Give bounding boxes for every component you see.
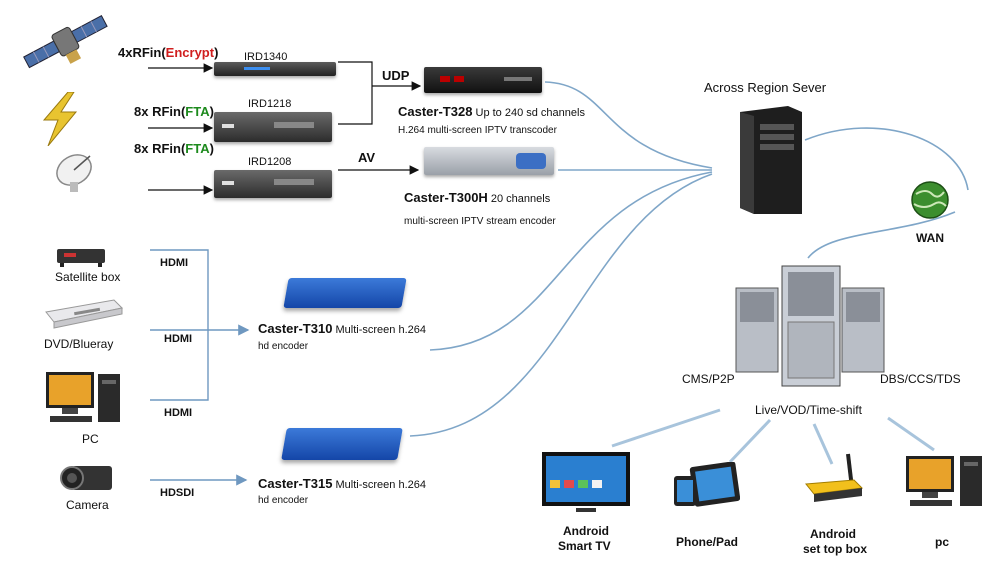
dvd-label: DVD/Blueray <box>44 337 114 351</box>
globe-icon <box>910 180 950 220</box>
bracket-udp <box>338 61 373 125</box>
av-label: AV <box>358 150 376 165</box>
curve-farm-wan <box>807 211 956 259</box>
live-label: Live/VOD/Time-shift <box>755 403 862 417</box>
curve-t310 <box>429 171 713 351</box>
phone-pad-label: Phone/Pad <box>676 535 739 549</box>
caster-t315-device <box>281 428 403 460</box>
rf2-label: 8x RFin(FTA) <box>134 104 214 119</box>
satellite-box-icon <box>56 246 106 268</box>
ird1208-label: IRD1208 <box>248 156 292 168</box>
across-region-label: Across Region Sever <box>704 80 827 95</box>
pc-client-label: pc <box>935 535 950 549</box>
udp-label: UDP <box>382 68 410 83</box>
ird1218-device <box>214 112 332 142</box>
caster-t310-device <box>283 278 407 308</box>
hdsdi-label: HDSDI <box>160 487 195 499</box>
smart-tv-label-1: Android <box>563 524 609 538</box>
set-top-box-icon <box>802 452 864 508</box>
link-phone <box>728 418 772 464</box>
curve-wan <box>804 127 969 191</box>
curve-t328 <box>544 81 713 169</box>
caster-t315-desc: hd encoder <box>258 495 309 506</box>
pc-client-icon <box>904 452 986 510</box>
link-pc <box>887 416 935 452</box>
caster-t328-device <box>424 67 542 93</box>
wan-label: WAN <box>916 231 944 245</box>
curve-t315 <box>409 173 713 437</box>
caster-t300h-desc: multi-screen IPTV stream encoder <box>404 216 556 227</box>
pc-input-label: PC <box>82 432 99 446</box>
hdmi-label-3: HDMI <box>164 407 193 419</box>
ird1218-label: IRD1218 <box>248 98 292 110</box>
set-top-box-label-2: set top box <box>803 542 868 556</box>
ird1340-label: IRD1340 <box>244 51 288 63</box>
caster-t310-desc: hd encoder <box>258 341 309 352</box>
ird1340-device <box>214 62 336 76</box>
camera-label: Camera <box>66 498 109 512</box>
satellite-dish-icon <box>50 150 102 192</box>
lightning-icon <box>38 91 82 147</box>
hdmi-label-2: HDMI <box>164 333 193 345</box>
cms-label: CMS/P2P <box>682 372 735 386</box>
satellite-icon <box>20 12 110 74</box>
dvd-player-icon <box>44 296 124 332</box>
dbs-label: DBS/CCS/TDS <box>880 372 961 386</box>
across-region-server-icon <box>740 106 802 214</box>
smart-tv-icon <box>540 450 632 516</box>
caster-t300h-title: Caster-T300H 20 channels <box>404 190 551 205</box>
link-stb <box>812 423 834 465</box>
smart-tv-label-2: Smart TV <box>558 539 611 553</box>
caster-t328-title: Caster-T328 Up to 240 sd channels <box>398 104 585 119</box>
caster-t300h-device <box>424 147 554 175</box>
camera-icon <box>58 462 118 494</box>
caster-t328-desc: H.264 multi-screen IPTV transcoder <box>398 125 557 136</box>
set-top-box-label-1: Android <box>810 527 856 541</box>
link-tv <box>611 408 721 448</box>
rf3-label: 8x RFin(FTA) <box>134 141 214 156</box>
rf1-label: 4xRFin(Encrypt) <box>118 45 219 60</box>
caster-t310-title: Caster-T310 Multi-screen h.264 <box>258 321 426 336</box>
pc-icon <box>44 368 124 428</box>
server-farm-icon <box>734 262 888 390</box>
satellite-box-label: Satellite box <box>55 270 121 284</box>
hdmi-label-1: HDMI <box>160 257 189 269</box>
bracket-hdmi-top <box>150 249 209 331</box>
ird1208-device <box>214 170 332 198</box>
caster-t315-title: Caster-T315 Multi-screen h.264 <box>258 476 426 491</box>
phone-pad-icon <box>672 461 741 508</box>
bracket-hdmi-bottom <box>150 330 209 401</box>
